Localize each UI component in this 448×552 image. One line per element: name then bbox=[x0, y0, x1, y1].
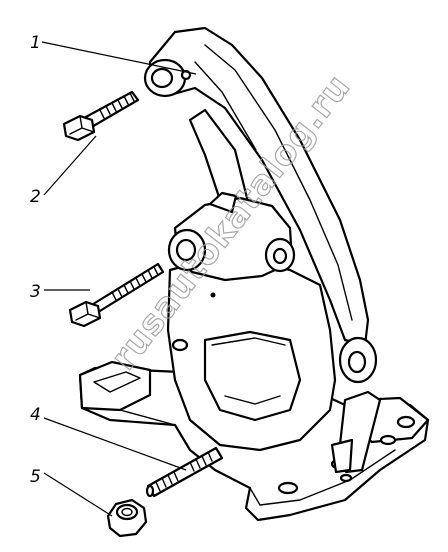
callout-labels: 1 2 3 4 5 bbox=[30, 33, 41, 487]
callout-3: 3 bbox=[30, 282, 41, 302]
callout-5: 5 bbox=[30, 467, 41, 487]
leader-1 bbox=[41, 41, 197, 75]
leader-5 bbox=[43, 472, 113, 517]
bolt-long-head bbox=[68, 300, 102, 328]
bracket-mount-hole-right bbox=[396, 415, 416, 429]
leader-2 bbox=[43, 135, 97, 196]
bolt-long bbox=[68, 262, 165, 328]
bracket-pocket bbox=[203, 330, 302, 422]
stud bbox=[145, 446, 224, 498]
callout-4: 4 bbox=[30, 405, 41, 425]
callout-2: 2 bbox=[30, 187, 41, 207]
nut-bore bbox=[115, 503, 139, 521]
bolt-short-head bbox=[62, 114, 96, 142]
callout-1: 1 bbox=[30, 33, 41, 53]
leader-4 bbox=[43, 417, 187, 471]
leader-lines bbox=[41, 41, 197, 517]
bracket-assembly bbox=[78, 26, 430, 522]
bolt-short bbox=[62, 90, 140, 142]
bracket-mount-hole-front bbox=[277, 481, 299, 495]
bracket-left-foot bbox=[78, 360, 152, 412]
nut bbox=[106, 498, 148, 538]
bracket-top-hole bbox=[150, 67, 174, 89]
